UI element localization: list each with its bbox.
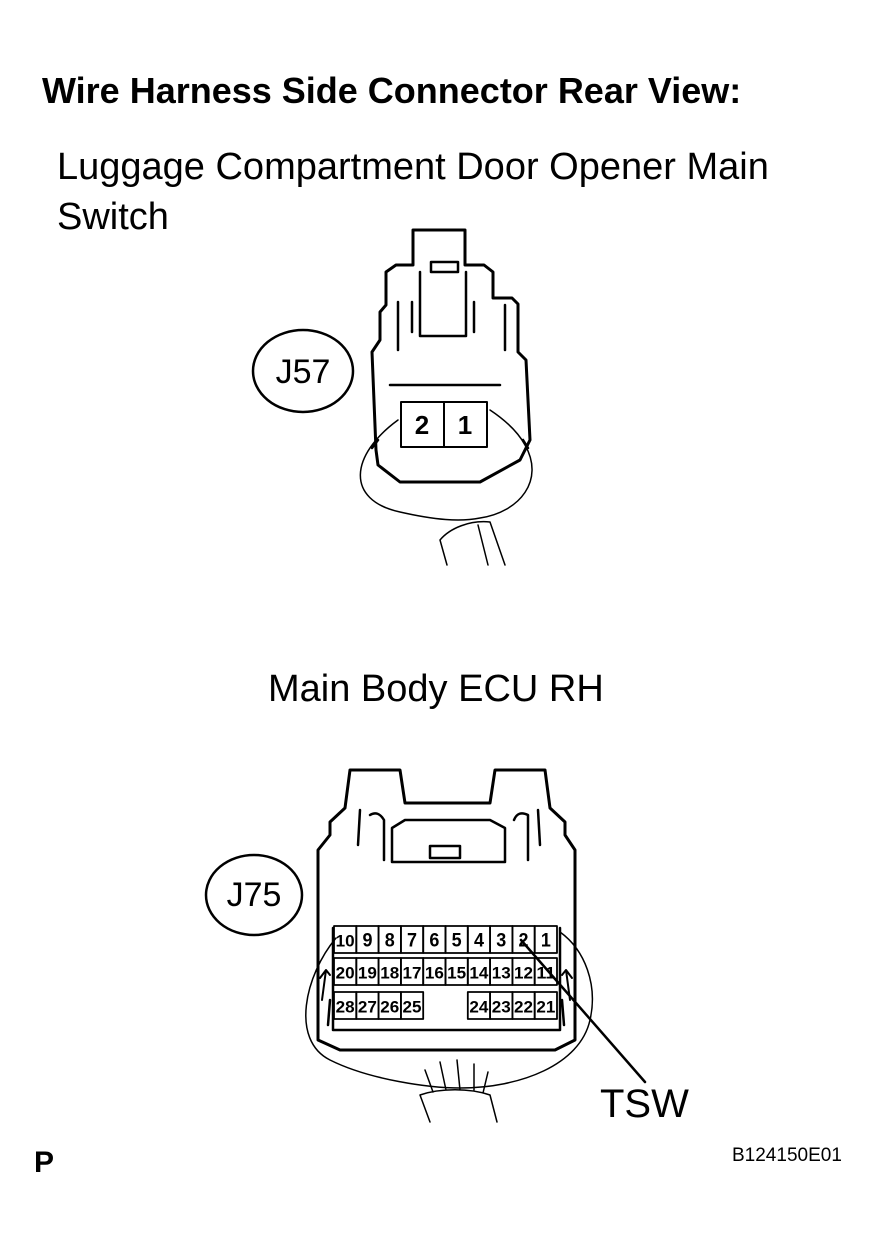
j75-pin-label: 9: [362, 931, 372, 952]
connector-j57-name-line2: Switch: [57, 196, 169, 238]
j75-pin-label: 23: [492, 998, 511, 1017]
tsw-callout-line: [519, 938, 647, 1084]
page-title: Wire Harness Side Connector Rear View:: [42, 70, 742, 111]
j75-pin-label: 7: [407, 931, 417, 952]
j75-pin-label: 20: [336, 964, 355, 983]
corner-mark: P: [34, 1146, 55, 1179]
j75-pin-cavity: [533, 991, 558, 1020]
j75-pin-label: 6: [429, 931, 439, 952]
j75-lock-tab-right: [561, 969, 573, 1001]
j75-pin-label: 26: [380, 998, 399, 1017]
j57-code-label: J57: [276, 353, 331, 391]
j75-pin-label: 18: [380, 964, 399, 983]
j75-wire-bundle: [419, 1059, 498, 1123]
j75-pin-label: 17: [403, 964, 422, 983]
figure-id: B124150E01: [732, 1145, 842, 1166]
j75-housing: [316, 768, 577, 1052]
j75-pin-label: 14: [469, 964, 489, 983]
j75-pin-label: 22: [514, 998, 533, 1017]
j75-pin-label: 8: [385, 931, 395, 952]
j75-pin-label: 2: [519, 931, 529, 952]
j57-pin-label: 1: [458, 410, 472, 440]
j75-pin-label: 27: [358, 998, 377, 1017]
j75-housing-detail: [326, 808, 566, 1032]
j75-code-label: J75: [227, 876, 282, 914]
j75-pin-label: 1: [541, 931, 551, 952]
tsw-callout-label: TSW: [600, 1082, 689, 1126]
connector-j57: J57 2 1: [251, 228, 533, 566]
j75-pin-label: 15: [447, 964, 466, 983]
j57-wire-loop: [359, 409, 533, 521]
j75-pin-label: 13: [492, 964, 511, 983]
j57-pin-cavity-1: [443, 401, 488, 448]
connector-j75-name: Main Body ECU RH: [268, 668, 604, 710]
j75-code-bubble: [204, 853, 304, 937]
j57-housing-detail: [370, 260, 530, 450]
j57-housing: [370, 228, 532, 484]
j75-lock-tab-left: [319, 969, 331, 1001]
j75-pin-label: 11: [536, 964, 555, 983]
j75-pin-label: 12: [514, 964, 533, 983]
j75-pin-label: 5: [452, 931, 462, 952]
j75-pin-label: 3: [496, 931, 506, 952]
j75-pin-cavity: [399, 991, 425, 1020]
j75-pin-label: 21: [536, 998, 555, 1017]
j75-pin-cavity: [533, 957, 558, 986]
j75-pin-label: 10: [336, 932, 355, 951]
j57-code-bubble: [251, 328, 355, 414]
j57-pin-label: 2: [415, 410, 429, 440]
j57-wire-bundle: [439, 520, 506, 566]
j75-pin-label: 16: [425, 964, 444, 983]
j75-pin-label: 28: [336, 998, 355, 1017]
connector-j57-name-line1: Luggage Compartment Door Opener Main: [57, 146, 769, 188]
j75-pin-label: 25: [403, 998, 422, 1017]
j75-pin-cavity: [533, 925, 558, 954]
j75-pin-label: 19: [358, 964, 377, 983]
j75-pin-label: 4: [474, 931, 484, 952]
j75-pin-label: 24: [469, 998, 489, 1017]
